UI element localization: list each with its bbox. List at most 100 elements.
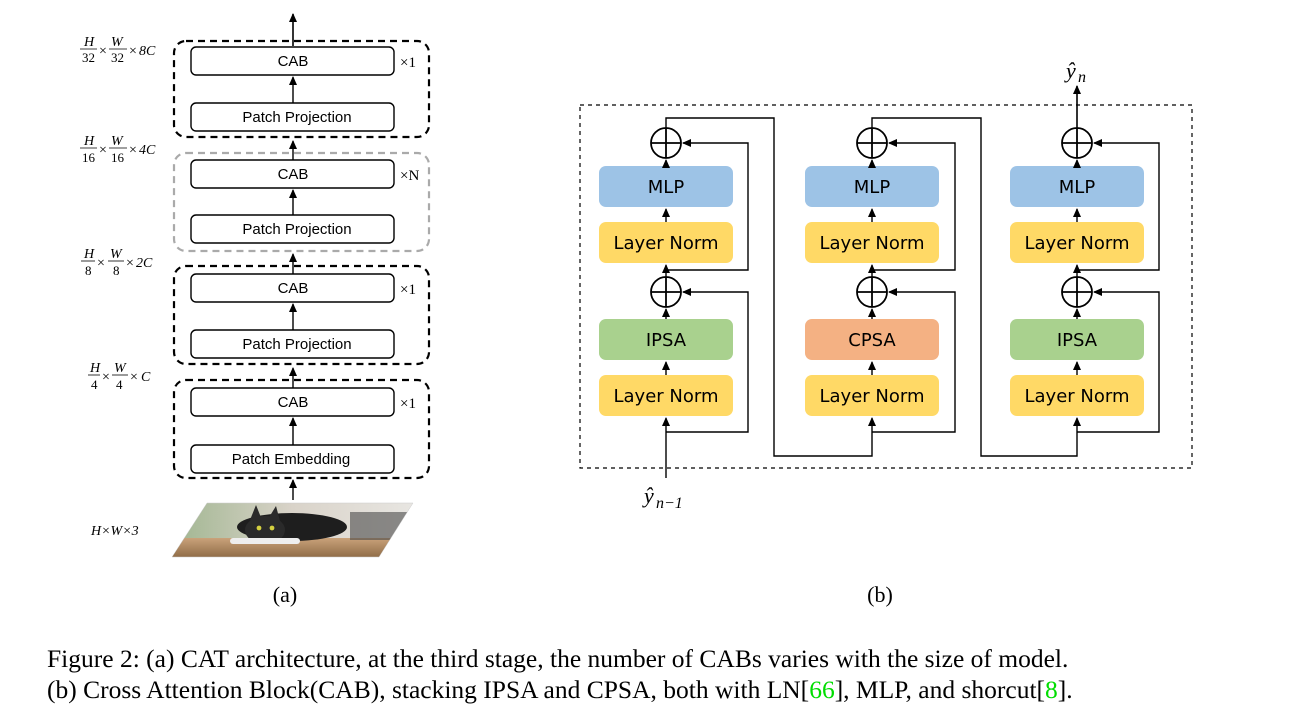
mlp-block (1010, 166, 1144, 207)
svg-text:ŷ: ŷ (1064, 58, 1076, 83)
stage-multiplier: ×1 (400, 282, 416, 298)
svg-text:×: × (129, 143, 137, 158)
layer-norm-block (805, 375, 939, 416)
column-2: MLP Layer Norm CPSA Layer Norm (805, 127, 956, 433)
cab-label: CAB (278, 166, 309, 183)
cab-box (190, 46, 395, 76)
caption-text: (b) Cross Attention Block(CAB), stacking… (47, 675, 810, 704)
layer-norm-block (599, 222, 733, 263)
svg-text:n−1: n−1 (656, 495, 683, 512)
ipsa-block (599, 319, 733, 360)
input-label: ŷ n−1 (642, 483, 683, 512)
stage-3: CAB Patch Projection ×N H 16 × W 16 × 4C (80, 134, 431, 253)
subfigure-b-label: (b) (867, 582, 893, 607)
layer-norm-label: Layer Norm (1024, 386, 1129, 407)
svg-text:×: × (97, 256, 105, 271)
figure-caption: Figure 2: (a) CAT architecture, at the t… (47, 643, 1287, 705)
column-3: MLP Layer Norm IPSA Layer Norm (1010, 85, 1160, 433)
mlp-label: MLP (1059, 177, 1096, 198)
svg-text:n: n (1078, 69, 1086, 86)
cab-label: CAB (278, 394, 309, 411)
add-icon (650, 127, 682, 159)
add-icon (1061, 276, 1093, 308)
svg-text:4: 4 (91, 377, 98, 392)
caption-text: ]. (1057, 675, 1073, 704)
svg-text:8: 8 (113, 263, 120, 278)
cpsa-block (805, 319, 939, 360)
svg-text:8C: 8C (139, 44, 156, 59)
cab-box (190, 159, 395, 189)
svg-text:2C: 2C (136, 256, 153, 271)
add-icon (1061, 127, 1093, 159)
cab-box (190, 273, 395, 303)
layer-norm-block (1010, 375, 1144, 416)
patch-projection-label: Patch Projection (242, 221, 351, 238)
ipsa-label: IPSA (646, 330, 687, 351)
mlp-label: MLP (648, 177, 685, 198)
dims-label: H 8 × W 8 × 2C (81, 247, 153, 278)
caption-text: ], MLP, and shorcut[ (834, 675, 1046, 704)
layer-norm-block (1010, 222, 1144, 263)
layer-norm-label: Layer Norm (613, 386, 718, 407)
svg-text:×: × (102, 370, 110, 385)
cpsa-label: CPSA (848, 330, 896, 351)
stage-2: CAB Patch Projection ×1 H 8 × W 8 × 2C (81, 247, 431, 366)
cab-outer-box (579, 104, 1193, 469)
svg-text:8: 8 (85, 263, 92, 278)
svg-text:H: H (83, 247, 95, 262)
diagram-a: CAB Patch Projection ×1 H 32 × W 32 × 8C… (80, 13, 431, 607)
cab-label: CAB (278, 280, 309, 297)
stage-multiplier: ×1 (400, 55, 416, 71)
svg-text:W: W (110, 247, 123, 262)
layer-norm-block (599, 375, 733, 416)
svg-text:W: W (114, 361, 127, 376)
ipsa-block (1010, 319, 1144, 360)
cab-box (190, 387, 395, 417)
svg-text:H: H (89, 361, 101, 376)
svg-text:4C: 4C (139, 143, 156, 158)
svg-text:16: 16 (111, 150, 125, 165)
output-label: ŷ n (1064, 58, 1086, 86)
svg-text:4: 4 (116, 377, 123, 392)
svg-text:×: × (126, 256, 134, 271)
svg-text:16: 16 (82, 150, 96, 165)
svg-text:H: H (83, 134, 95, 149)
svg-text:×: × (129, 44, 137, 59)
mlp-label: MLP (854, 177, 891, 198)
svg-text:32: 32 (111, 50, 124, 65)
mlp-block (599, 166, 733, 207)
diagram-b: MLP Layer Norm IPSA Layer Norm (579, 58, 1193, 607)
stage-multiplier: ×N (400, 168, 419, 184)
layer-norm-label: Layer Norm (819, 386, 924, 407)
citation-link-66[interactable]: 66 (809, 675, 835, 704)
stage-4: CAB Patch Projection ×1 H 32 × W 32 × 8C (80, 35, 431, 139)
layer-norm-label: Layer Norm (1024, 233, 1129, 254)
svg-text:H: H (83, 35, 95, 50)
input-dims-label: H×W×3 (90, 524, 139, 539)
cab-label: CAB (278, 53, 309, 70)
patch-projection-label: Patch Projection (242, 109, 351, 126)
svg-text:32: 32 (82, 50, 95, 65)
layer-norm-label: Layer Norm (613, 233, 718, 254)
layer-norm-label: Layer Norm (819, 233, 924, 254)
dims-label: H 4 × W 4 × C (88, 361, 151, 392)
dims-label: H 32 × W 32 × 8C (80, 35, 156, 65)
mlp-block (805, 166, 939, 207)
svg-text:W: W (111, 134, 124, 149)
svg-text:C: C (141, 370, 151, 385)
stage-multiplier: ×1 (400, 396, 416, 412)
dims-label: H 16 × W 16 × 4C (80, 134, 156, 165)
subfigure-a-label: (a) (273, 582, 297, 607)
add-icon (856, 276, 888, 308)
svg-text:×: × (99, 143, 107, 158)
svg-text:×: × (130, 370, 138, 385)
add-icon (856, 127, 888, 159)
citation-link-8[interactable]: 8 (1045, 675, 1058, 704)
patch-projection-label: Patch Projection (242, 336, 351, 353)
svg-text:ŷ: ŷ (642, 483, 654, 508)
patch-embedding-label: Patch Embedding (232, 451, 350, 468)
svg-text:×: × (99, 44, 107, 59)
layer-norm-block (805, 222, 939, 263)
caption-line-1: Figure 2: (a) CAT architecture, at the t… (47, 644, 1069, 673)
